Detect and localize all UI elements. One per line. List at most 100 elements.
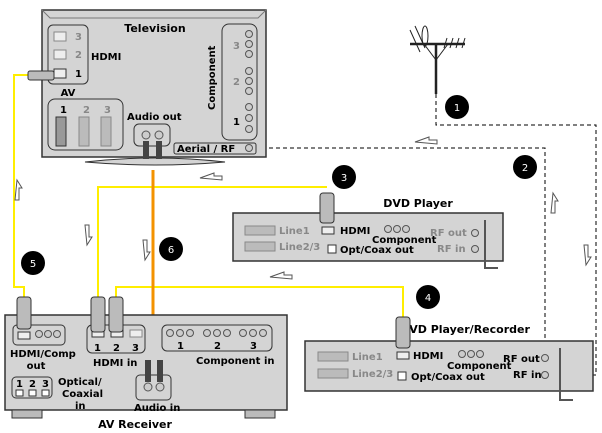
tv-audio-out-label: Audio out (127, 112, 182, 123)
rf-cable-tv (255, 147, 546, 358)
badge-6: 6 (159, 237, 183, 261)
hdmi-cable-dvd-receiver (97, 186, 327, 300)
tv-av-panel (47, 98, 124, 151)
av-receiver: AV Receiver HDMI/Comp out 1 2 3 HDMI in … (4, 296, 288, 431)
hdmi-comp-out-label-2: out (27, 361, 46, 372)
tv-av-1: 1 (60, 105, 67, 116)
rec-opt-label: Opt/Coax out (411, 372, 485, 383)
optical-1: 1 (16, 379, 23, 390)
tv-component-label: Component (207, 45, 218, 110)
hdmi-out-port[interactable] (17, 331, 31, 340)
rec-rf-in-jack[interactable] (541, 371, 549, 379)
optical-port[interactable] (28, 389, 37, 397)
dvd-rf-out-jack[interactable] (471, 229, 479, 237)
hdmi-plug-icon (90, 296, 106, 333)
audio-out-jack-right[interactable] (154, 130, 164, 140)
rec-line1-label: Line1 (352, 352, 383, 363)
optical-port[interactable] (397, 371, 407, 381)
rf-cable-antenna (435, 94, 597, 376)
component-in-panel (161, 324, 273, 352)
arrow-icon (14, 178, 23, 201)
component-in-label: Component in (196, 356, 275, 367)
dvd-recorder-title: DVD Player/Recorder (400, 323, 530, 336)
component-in-2: 2 (214, 341, 221, 352)
scart-port[interactable] (244, 225, 276, 236)
tv-hdmi-panel (47, 24, 89, 85)
arrow-icon (142, 239, 151, 262)
optical-port[interactable] (15, 389, 24, 397)
dvd-opt-label: Opt/Coax out (340, 245, 414, 256)
optical-port[interactable] (327, 244, 337, 254)
rec-component-label: Component (447, 361, 512, 372)
dvd-line1-label: Line1 (279, 226, 310, 237)
audio-in-label: Audio in (134, 403, 180, 414)
badge-4: 4 (416, 285, 440, 309)
rec-line23-label: Line2/3 (352, 369, 393, 380)
scart-port[interactable] (244, 241, 276, 252)
dvd-hdmi-port[interactable] (321, 226, 335, 235)
tv-av-label: AV (61, 88, 76, 99)
scart-port-2[interactable] (78, 116, 90, 147)
scart-port-1[interactable] (55, 116, 67, 147)
badge-1: 1 (445, 95, 469, 119)
component-in-3: 3 (250, 341, 257, 352)
tv-audio-out-panel (133, 123, 171, 147)
hdmi-in-3: 3 (132, 343, 139, 354)
dvd-rf-in-jack[interactable] (471, 245, 479, 253)
av-receiver-title: AV Receiver (98, 418, 172, 431)
rec-rf-out-jack[interactable] (541, 354, 549, 362)
component-in-jacks[interactable] (166, 329, 267, 337)
tv-component-jacks[interactable] (245, 30, 253, 133)
optical-label: Optical/ (58, 377, 102, 388)
tv-hdmi-port-2[interactable]: 2 (53, 49, 82, 61)
rca-plug-icon (157, 360, 163, 382)
optical-panel (11, 376, 53, 399)
hdmi-plug-icon (395, 316, 411, 349)
optical-label-2: Coaxial (62, 389, 103, 400)
arrow-icon (84, 224, 93, 247)
dvd-rf-out-label: RF out (430, 228, 467, 239)
audio-in-jack-right[interactable] (155, 382, 165, 392)
optical-port[interactable] (41, 389, 50, 397)
dvd-rf-in-label: RF in (437, 244, 466, 255)
optical-label-3: in (75, 401, 86, 412)
television: Television 3 2 1 HDMI AV 1 2 3 Audio out… (27, 9, 267, 166)
hdmi-comp-out-panel (12, 324, 66, 346)
tv-aerial-label: Aerial / RF (177, 144, 235, 155)
tv-aerial-panel (173, 142, 257, 155)
scart-port[interactable] (317, 368, 349, 379)
hdmi-cable-tv-receiver (13, 74, 28, 300)
dvd-component-label: Component (372, 235, 437, 246)
scart-port[interactable] (317, 351, 349, 362)
tv-component-group-2: 2 (233, 77, 240, 88)
hdmi-plug-icon (16, 296, 32, 330)
hdmi-cables (13, 74, 404, 317)
hdmi-in-2: 2 (113, 343, 120, 354)
audio-out-jack-left[interactable] (141, 130, 151, 140)
svg-text:3: 3 (75, 32, 82, 43)
scart-port-3[interactable] (100, 116, 112, 147)
badge-5: 5 (21, 251, 45, 275)
hdmi-plug-icon (319, 192, 335, 224)
power-cord-icon (559, 348, 573, 401)
svg-text:2: 2 (75, 50, 82, 61)
dvd-line23-label: Line2/3 (279, 242, 320, 253)
hdmi-in-port-3[interactable] (129, 329, 143, 338)
rec-hdmi-port[interactable] (396, 351, 410, 360)
tv-hdmi-port-3[interactable]: 3 (53, 31, 82, 43)
hdmi-in-label: HDMI in (93, 358, 137, 369)
step-badges: 1 2 3 4 5 6 (21, 95, 537, 309)
rec-hdmi-label: HDMI (413, 351, 443, 362)
tv-component-group-1: 1 (233, 117, 240, 128)
power-cord-icon (484, 220, 498, 269)
audio-in-jack-left[interactable] (143, 382, 153, 392)
tv-component-panel (221, 23, 258, 141)
arrow-icon (199, 172, 223, 181)
dvd-player: DVD Player Line1 Line2/3 HDMI Opt/Coax o… (232, 192, 504, 269)
tv-aerial-jack[interactable] (245, 144, 253, 152)
hdmi-plug-icon (27, 70, 55, 81)
tv-hdmi-label: HDMI (91, 52, 121, 63)
hdmi-plug-icon (108, 296, 124, 333)
badge-2: 2 (513, 155, 537, 179)
